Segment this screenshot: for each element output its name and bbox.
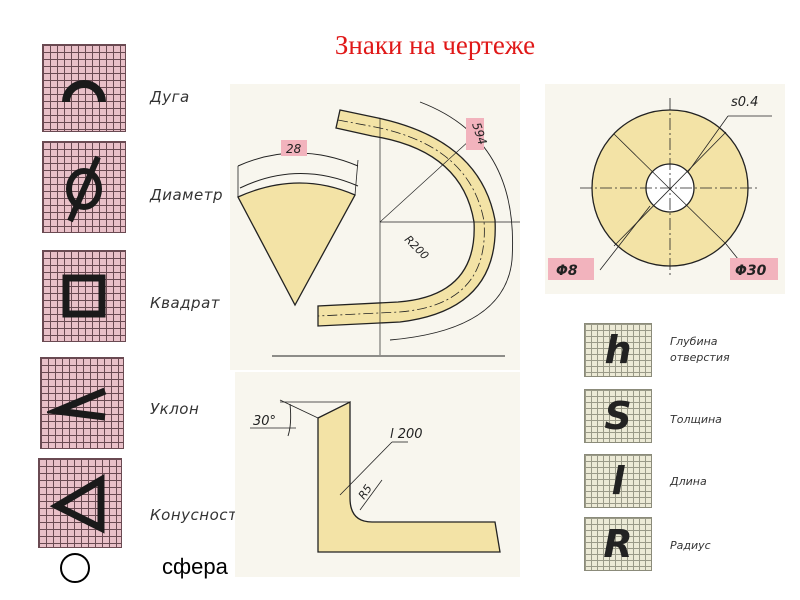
thickness-dimension: s0.4: [731, 95, 758, 110]
circle-icon: [60, 553, 90, 583]
length-symbol-tile: l: [584, 454, 652, 508]
sphere-label: сфера: [162, 554, 228, 579]
page-title: Знаки на чертеже: [334, 30, 536, 60]
taper-symbol-tile: [38, 458, 122, 548]
length-symbol-label: Длина: [670, 475, 707, 488]
disk-drawing: [548, 98, 778, 280]
angle-profile-drawing: [250, 399, 501, 553]
symbol-label-arc: Дуга: [150, 88, 190, 106]
bent-strip-drawing: [272, 101, 520, 357]
depth-symbol-tile: h: [584, 323, 652, 377]
symbol-label-taper: Конусность: [150, 506, 247, 524]
slope-symbol-tile: [40, 357, 124, 449]
square-symbol-tile: [42, 250, 126, 342]
angle-30-dimension: 30°: [253, 414, 276, 429]
symbol-label-diameter: Диаметр: [150, 186, 223, 204]
length-l200-dimension: l 200: [390, 427, 423, 442]
depth-symbol-label: Глубина отверстия: [670, 335, 730, 364]
diameter-icon: [66, 155, 102, 223]
inner-diameter-label-bg: [548, 258, 594, 280]
symbol-label-square: Квадрат: [150, 294, 221, 312]
sector-drawing: [237, 140, 359, 307]
length-594-dimension: 594: [469, 121, 489, 147]
outer-diameter-label-bg: [730, 258, 778, 280]
arc-dimension-label-bg: [281, 140, 307, 156]
diameter-symbol-tile: [42, 141, 126, 233]
inner-diameter-dimension: Φ8: [556, 263, 578, 279]
radius-symbol-tile: R: [584, 517, 652, 571]
arc-symbol-tile: [42, 44, 126, 132]
thickness-symbol-label: Толщина: [670, 413, 722, 426]
thickness-symbol-tile: S: [584, 389, 652, 443]
taper-icon: [49, 473, 105, 534]
slope-icon: [47, 387, 107, 421]
square-icon: [62, 274, 106, 318]
arc-icon: [62, 80, 106, 103]
arc-length-dimension: 28: [286, 142, 302, 156]
symbol-label-slope: Уклон: [150, 400, 200, 418]
radius-symbol-label: Радиус: [670, 539, 711, 552]
length-594-label-bg: [466, 118, 484, 150]
outer-diameter-dimension: Φ30: [735, 263, 767, 279]
